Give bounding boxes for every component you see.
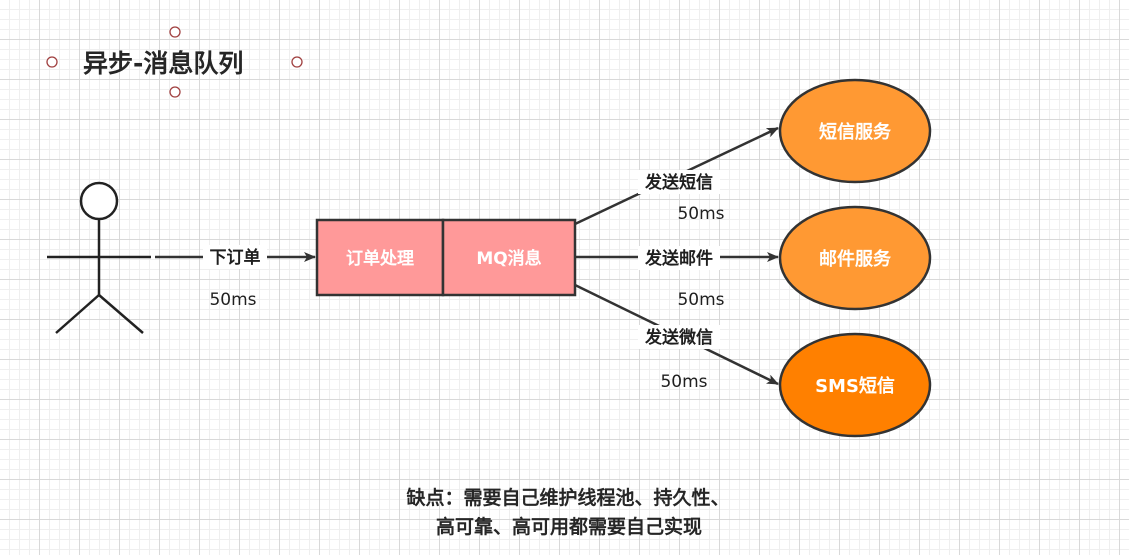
selection-handle-left[interactable] xyxy=(46,56,58,68)
mq-message-box[interactable]: MQ消息 xyxy=(441,218,577,297)
order-request-latency: 50ms xyxy=(209,290,256,310)
order-box-shape xyxy=(315,218,445,297)
send-sms-label: 发送短信 xyxy=(644,172,713,193)
drawback-note-line1: 缺点：需要自己维护线程池、持久性、 xyxy=(406,486,729,509)
sms-service-node[interactable]: 短信服务 xyxy=(778,78,932,184)
send-wechat-latency: 50ms xyxy=(660,372,707,392)
send-mail-edge[interactable]: 发送邮件 50ms xyxy=(575,246,779,310)
selection-handle-right[interactable] xyxy=(291,56,303,68)
mail-service-node[interactable]: 邮件服务 xyxy=(778,205,932,311)
selection-handle-top[interactable] xyxy=(169,26,181,38)
sms-service-shape xyxy=(778,78,932,184)
send-wechat-label: 发送微信 xyxy=(644,327,713,348)
sms-short-message-node[interactable]: SMS短信 xyxy=(778,332,932,438)
order-request-label: 下订单 xyxy=(210,247,261,268)
send-sms-edge[interactable]: 发送短信 50ms xyxy=(574,126,779,226)
mq-box-label: MQ消息 xyxy=(476,248,541,269)
diagram-title: 异步-消息队列 xyxy=(83,49,243,78)
sms-short-message-shape xyxy=(778,332,932,438)
selection-handle-bottom[interactable] xyxy=(169,86,181,98)
order-processing-box[interactable]: 订单处理 xyxy=(315,218,445,297)
send-mail-label: 发送邮件 xyxy=(644,248,713,269)
mail-service-shape xyxy=(778,205,932,311)
sms-short-message-label: SMS短信 xyxy=(815,375,895,397)
sms-service-label: 短信服务 xyxy=(819,121,892,143)
order-request-edge[interactable]: 下订单 50ms xyxy=(155,245,316,310)
user-actor-icon[interactable] xyxy=(47,181,151,334)
title-group[interactable]: 异步-消息队列 xyxy=(46,26,303,98)
send-mail-latency: 50ms xyxy=(677,290,724,310)
drawback-note[interactable]: 缺点：需要自己维护线程池、持久性、 高可靠、高可用都需要自己实现 xyxy=(406,486,729,538)
send-wechat-edge[interactable]: 发送微信 50ms xyxy=(574,283,779,392)
mail-service-label: 邮件服务 xyxy=(819,248,892,270)
send-sms-latency: 50ms xyxy=(677,204,724,224)
drawback-note-line2: 高可靠、高可用都需要自己实现 xyxy=(436,515,702,538)
order-box-label: 订单处理 xyxy=(346,248,414,269)
